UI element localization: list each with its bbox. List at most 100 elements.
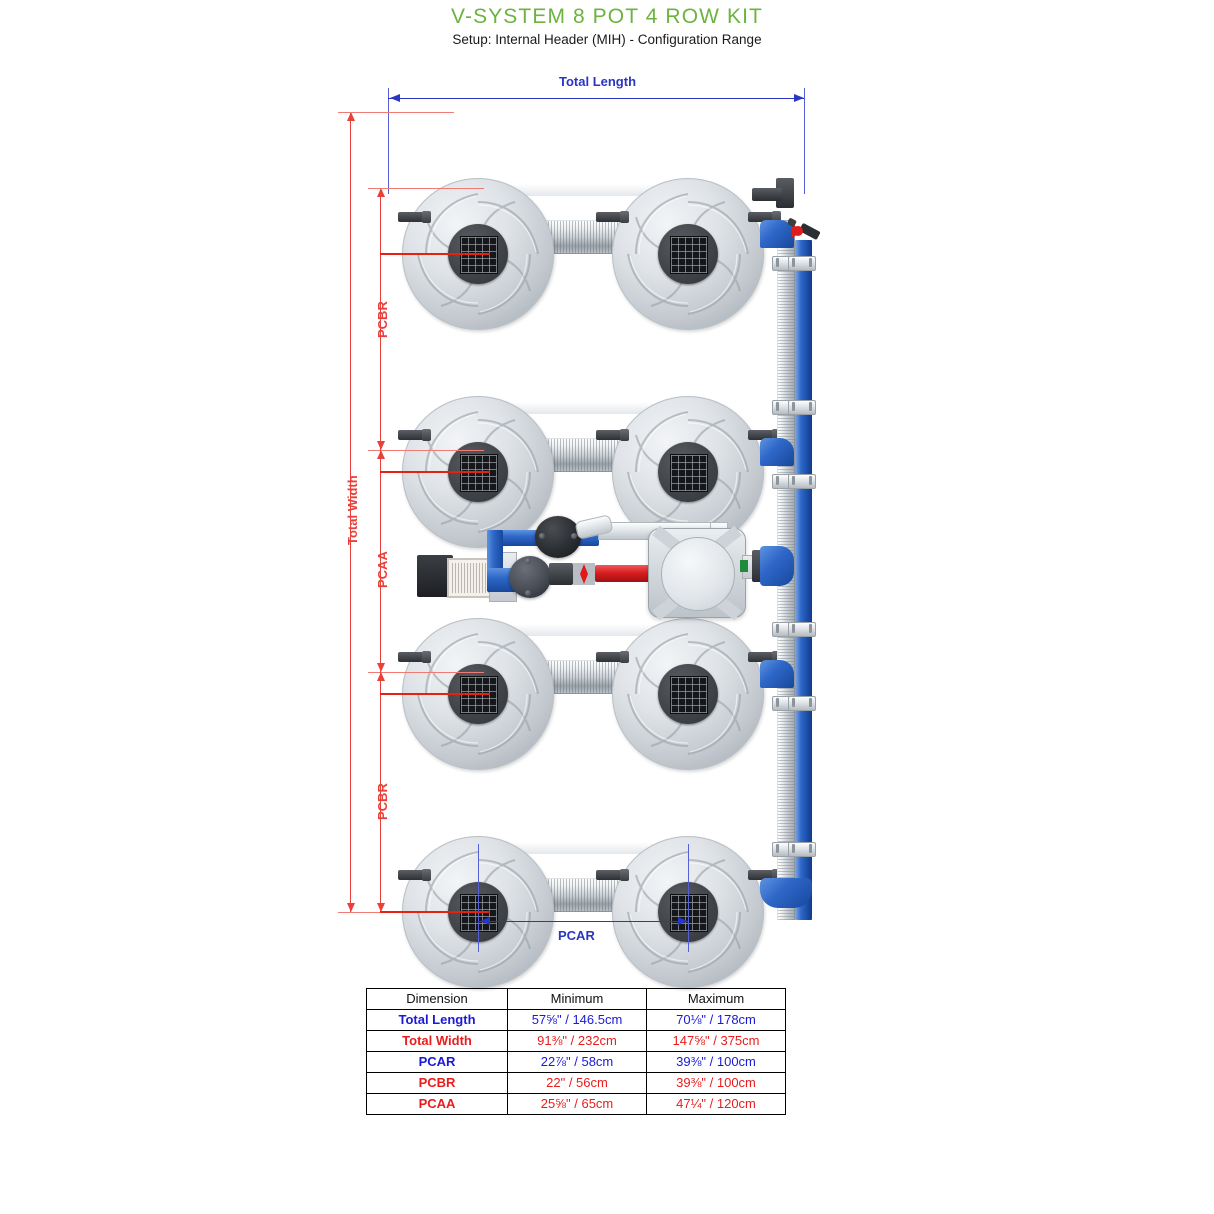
row-pipe-top (500, 624, 678, 636)
row-maximum-value: 70⅛" / 178cm (646, 1009, 786, 1031)
pot-fitting (398, 651, 431, 663)
check-valve-icon (579, 564, 589, 584)
pot-fitting (596, 869, 629, 881)
ext-line-pcbr-top-b (368, 450, 484, 451)
dim-line-pcaa (380, 450, 381, 672)
label-total-length: Total Length (559, 74, 637, 89)
reservoir-lid (661, 537, 735, 611)
page-header: V-SYSTEM 8 POT 4 ROW KIT Setup: Internal… (0, 0, 1214, 49)
pipe-coupler (788, 622, 816, 637)
pipe-coupler (788, 400, 816, 415)
ext-line-pcbr-top-a (368, 188, 484, 189)
ext-line-pcar-left (478, 844, 479, 952)
pot (612, 618, 764, 770)
manifold-inlet-elbow (760, 546, 794, 586)
label-pcbr-top: PCBR (375, 301, 390, 338)
indicator-green (740, 560, 748, 572)
manifold-tee-arm (752, 188, 782, 201)
pot (612, 178, 764, 330)
leader-line-row2 (380, 471, 490, 473)
arrow-down-icon (377, 903, 385, 912)
row-pipe-top (500, 184, 678, 196)
pot-fitting (748, 651, 781, 663)
row-minimum-value: 91⅜" / 232cm (507, 1030, 647, 1052)
manifold-elbow-bottom (760, 878, 812, 908)
leader-line-row1 (380, 253, 490, 255)
pot-vanes-icon (402, 618, 554, 770)
label-pcbr-bottom: PCBR (375, 783, 390, 820)
manifold-elbow (760, 660, 794, 688)
pot-vanes-icon (612, 836, 764, 988)
pot-grid-icon (670, 454, 708, 492)
pot-grid-icon (460, 454, 498, 492)
page-subtitle: Setup: Internal Header (MIH) - Configura… (452, 32, 762, 47)
row-pipe-top (500, 842, 678, 854)
pipe-coupler (788, 842, 816, 857)
row-pipe-top (500, 402, 678, 414)
pot-grid-icon (670, 894, 708, 932)
pot-grid-icon (460, 676, 498, 714)
pot-fitting (748, 429, 781, 441)
ext-line-pcaa-bottom (368, 672, 484, 673)
pot-vanes-icon (612, 178, 764, 330)
arrow-right-icon (794, 94, 804, 102)
manifold-elbow (760, 438, 794, 466)
table-header-row: Dimension Minimum Maximum (366, 988, 786, 1010)
row-minimum-value: 22" / 56cm (507, 1072, 647, 1094)
pot-fitting (596, 429, 629, 441)
pot-vanes-icon (402, 396, 554, 548)
ext-line-width-top (338, 112, 454, 113)
pot-fitting (398, 429, 431, 441)
pump-union (549, 563, 573, 585)
pipe-coupler (788, 256, 816, 271)
system-diagram: Total Length Total Width PCBR PCAA PCBR … (0, 60, 1214, 988)
arrow-up-icon (377, 672, 385, 681)
ext-line-length-right (804, 88, 805, 194)
dim-line-total-width (350, 112, 351, 912)
row-maximum-value: 147⅝" / 375cm (646, 1030, 786, 1052)
row-maximum-value: 47¼" / 120cm (646, 1093, 786, 1115)
dim-line-pcar (478, 921, 688, 922)
pot-grid-icon (670, 676, 708, 714)
dim-line-pcbr-top (380, 188, 381, 450)
th-minimum: Minimum (507, 988, 647, 1010)
arrow-down-icon (377, 441, 385, 450)
row-dimension-label: Total Width (366, 1030, 508, 1052)
pipe-coupler (788, 696, 816, 711)
pot-fitting (748, 211, 781, 223)
row-maximum-value: 39⅜" / 100cm (646, 1072, 786, 1094)
row-dimension-label: PCAA (366, 1093, 508, 1115)
pot-fitting (596, 211, 629, 223)
row-dimension-label: Total Length (366, 1009, 508, 1031)
label-pcar: PCAR (558, 928, 595, 943)
pot-fitting (596, 651, 629, 663)
ext-line-pcar-right (688, 844, 689, 952)
pump-head-top (535, 516, 581, 558)
dim-line-pcbr-bottom (380, 672, 381, 912)
label-total-width: Total Width (345, 475, 360, 545)
pot-grid-icon (460, 894, 498, 932)
arrow-down-icon (347, 903, 355, 912)
pot-fitting (748, 869, 781, 881)
arrow-down-icon (377, 663, 385, 672)
pot-grid-icon (460, 236, 498, 274)
arrow-up-icon (377, 450, 385, 459)
pot-grid-icon (670, 236, 708, 274)
ext-line-length-left (388, 88, 389, 194)
arrow-up-icon (347, 112, 355, 121)
arrow-right-icon (678, 917, 688, 925)
th-maximum: Maximum (646, 988, 786, 1010)
leader-line-row3 (380, 693, 490, 695)
label-pcaa: PCAA (375, 551, 390, 588)
page-title: V-SYSTEM 8 POT 4 ROW KIT (451, 5, 763, 28)
pot-fitting (398, 211, 431, 223)
manifold-pipe-blue (795, 240, 812, 920)
